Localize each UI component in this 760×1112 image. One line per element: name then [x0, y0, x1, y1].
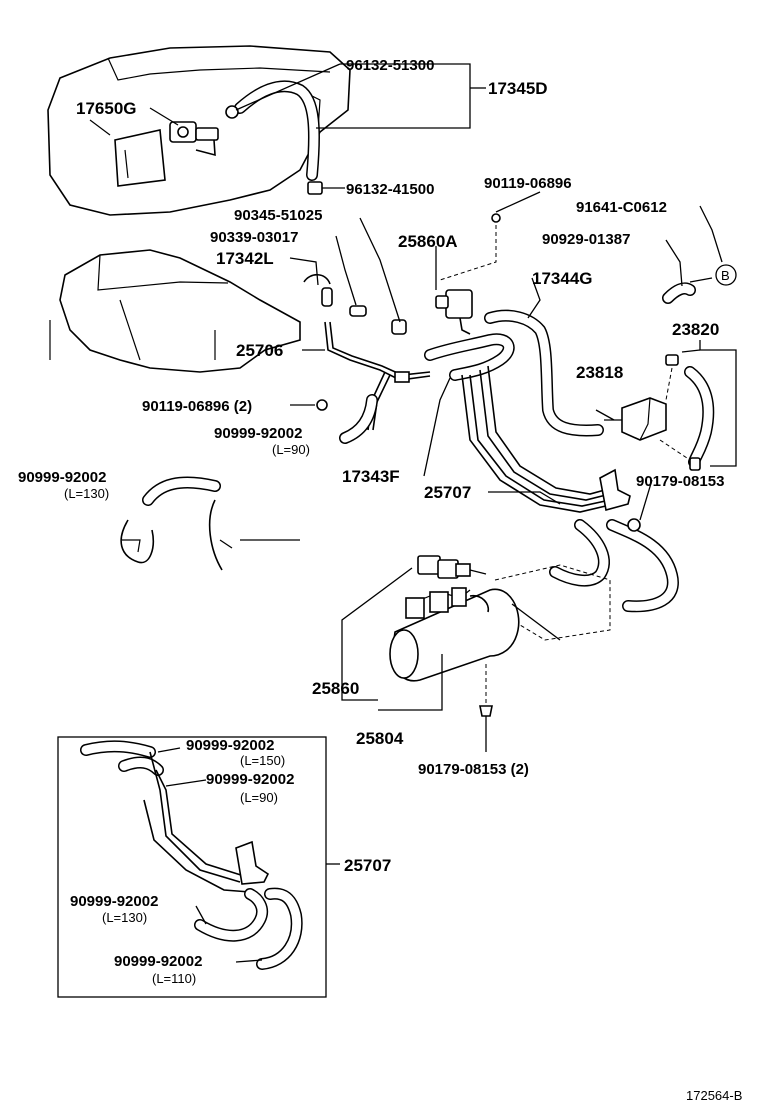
hose-17343f — [424, 333, 515, 381]
label-25860a: 25860A — [398, 232, 458, 251]
inset-label-l90: (L=90) — [240, 790, 278, 805]
leader-lines — [149, 63, 737, 752]
label-25804: 25804 — [356, 729, 404, 748]
label-90179-08153: 90179-08153 — [636, 473, 724, 490]
label-l130: (L=130) — [64, 486, 109, 501]
label-90345-51025: 90345-51025 — [234, 207, 322, 224]
label-96132-41500: 96132-41500 — [346, 181, 434, 198]
inset-label-25707: 25707 — [344, 856, 391, 875]
label-90179-08153-2: 90179-08153 (2) — [418, 761, 529, 778]
intake-manifold-illustration — [49, 249, 301, 373]
detail-inset-frame — [57, 736, 327, 998]
inset-label-l150: (L=150) — [240, 753, 285, 768]
inset-label-90999-92002-l130: 90999-92002 — [70, 893, 158, 910]
label-25707: 25707 — [424, 483, 471, 502]
label-17650g: 17650G — [76, 99, 137, 118]
diagram-id: 172564-B — [686, 1088, 742, 1103]
label-25706: 25706 — [236, 341, 283, 360]
label-90929-01387: 90929-01387 — [542, 231, 630, 248]
hose-90999-92002-l90 — [339, 394, 378, 444]
inset-label-90999-92002-l150: 90999-92002 — [186, 737, 274, 754]
vsv-25860 — [417, 555, 487, 579]
clip-96132-41500 — [307, 181, 345, 195]
vsv-25860a — [435, 213, 501, 335]
label-90999-92002-l90: 90999-92002 — [214, 425, 302, 442]
label-90999-92002-l130: 90999-92002 — [18, 469, 106, 486]
marker-b: B — [721, 268, 730, 283]
bolt-90119-06896-2 — [290, 399, 328, 411]
label-25860: 25860 — [312, 679, 359, 698]
label-17343f: 17343F — [342, 467, 400, 486]
charcoal-canister-25804 — [389, 587, 561, 682]
elbow-90929-01387 — [662, 277, 713, 304]
label-l90: (L=90) — [272, 442, 310, 457]
label-17342l: 17342L — [216, 249, 274, 268]
hose-90999-92002-l130 — [120, 476, 300, 571]
hose-23820 — [659, 354, 715, 471]
marker-b-circle — [715, 264, 737, 286]
label-23820: 23820 — [672, 320, 719, 339]
canister-hoses — [494, 519, 679, 641]
inset-label-90999-92002-l110: 90999-92002 — [114, 953, 202, 970]
pipe-25706 — [324, 321, 431, 431]
label-96132-51300: 96132-51300 — [346, 57, 434, 74]
small-fittings — [303, 273, 407, 335]
inset-label-l130: (L=130) — [102, 910, 147, 925]
clip-90179-08153 — [627, 518, 641, 532]
vsv-17650g — [169, 121, 219, 157]
label-23818: 23818 — [576, 363, 623, 382]
label-90119-06896-2: 90119-06896 (2) — [142, 398, 252, 415]
hose-96132-51300 — [225, 80, 321, 181]
inset-label-l110: (L=110) — [152, 971, 196, 986]
label-17344g: 17344G — [532, 269, 593, 288]
part-labels: 96132-51300 17345D 17650G 96132-41500 90… — [18, 57, 742, 1103]
label-90339-03017: 90339-03017 — [210, 229, 298, 246]
inset-label-90999-92002-l90: 90999-92002 — [206, 771, 294, 788]
label-91641-c0612: 91641-C0612 — [576, 199, 667, 216]
inset-pipe-25707 — [80, 740, 340, 970]
label-90119-06896: 90119-06896 — [484, 175, 572, 192]
label-17345d: 17345D — [488, 79, 548, 98]
hose-17344g — [484, 309, 604, 437]
bolt-90179-08153-2 — [479, 664, 493, 717]
